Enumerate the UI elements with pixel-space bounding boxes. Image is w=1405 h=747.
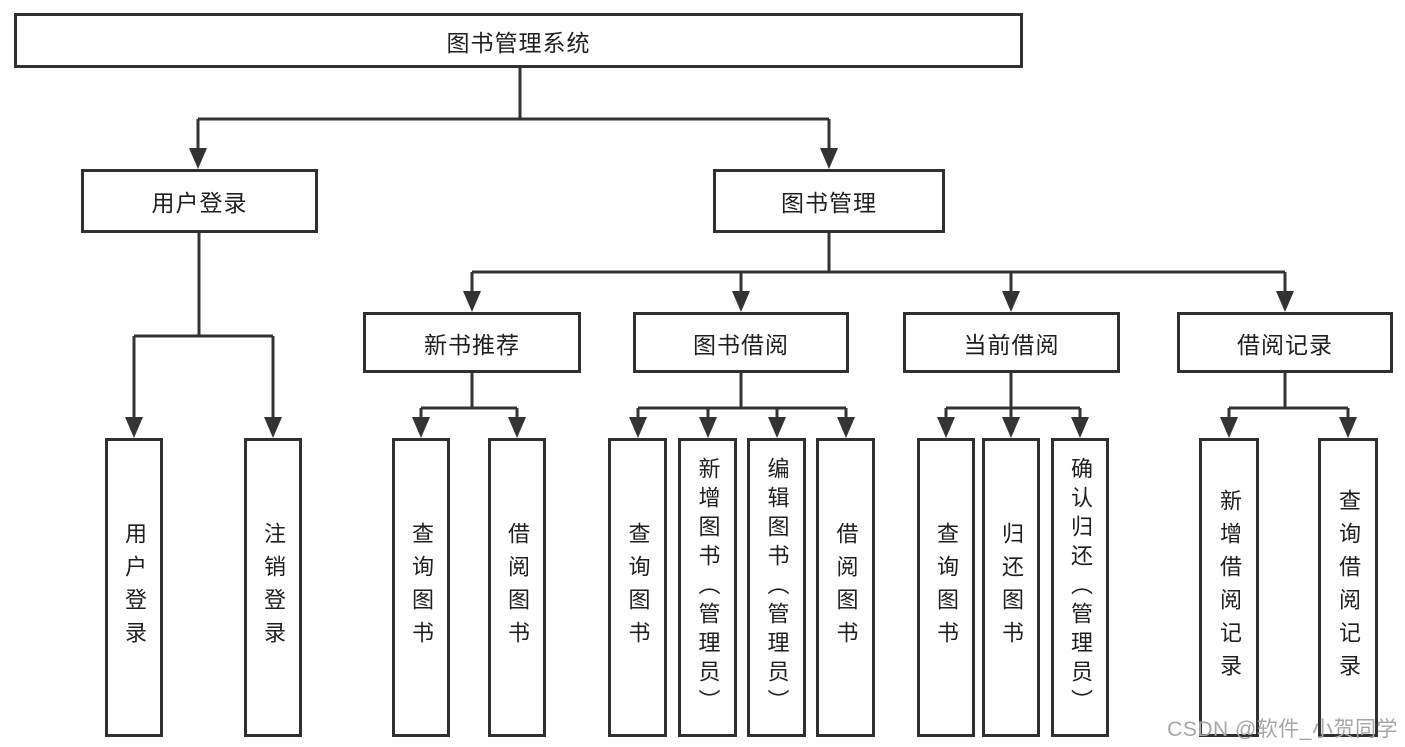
arrow-down-icon	[412, 417, 430, 438]
diagram-node-label: 确认归还（管理员）	[1068, 457, 1093, 718]
arrow-down-icon	[1220, 417, 1238, 438]
diagram-node-book_borrow: 图书借阅	[633, 312, 849, 373]
diagram-node-label: 查询图书	[625, 521, 651, 654]
diagram-node-cb_confirm: 确认归还（管理员）	[1051, 438, 1109, 737]
diagram-node-label: 查询图书	[934, 521, 959, 654]
diagram-node-ul_logout: 注销登录	[244, 438, 302, 737]
diagram-node-root: 图书管理系统	[14, 13, 1023, 68]
diagram-node-new_book_rec: 新书推荐	[363, 312, 581, 373]
diagram-node-user_login: 用户登录	[81, 169, 318, 233]
diagram-node-nbr_query: 查询图书	[392, 438, 450, 737]
diagram-node-label: 注销登录	[261, 521, 286, 654]
arrow-down-icon	[264, 417, 282, 438]
diagram-node-label: 查询图书	[409, 521, 434, 654]
diagram-node-bb_edit: 编辑图书（管理员）	[747, 438, 806, 737]
diagram-node-bb_add: 新增图书（管理员）	[678, 438, 737, 737]
diagram-node-label: 查询借阅记录	[1336, 488, 1361, 687]
arrow-down-icon	[1276, 291, 1294, 312]
diagram-node-book_mgmt: 图书管理	[713, 169, 945, 233]
diagram-node-ul_login: 用户登录	[105, 438, 163, 737]
arrow-down-icon	[837, 417, 855, 438]
diagram-node-current_borrow: 当前借阅	[903, 312, 1120, 373]
arrow-down-icon	[1002, 417, 1020, 438]
diagram-node-label: 借阅图书	[833, 521, 859, 654]
diagram-node-cb_query: 查询图书	[917, 438, 975, 737]
diagram-node-label: 编辑图书（管理员）	[764, 457, 790, 718]
diagram-node-bb_query: 查询图书	[608, 438, 667, 737]
diagram-node-label: 新增借阅记录	[1217, 488, 1242, 687]
diagram-node-label: 当前借阅	[963, 331, 1060, 358]
diagram-node-label: 新增图书（管理员）	[695, 457, 721, 718]
arrow-down-icon	[1002, 291, 1020, 312]
diagram-node-label: 借阅图书	[505, 521, 530, 654]
arrow-down-icon	[1339, 417, 1357, 438]
arrow-down-icon	[768, 417, 786, 438]
arrow-down-icon	[699, 417, 717, 438]
diagram-node-label: 借阅记录	[1237, 331, 1333, 358]
watermark: CSDN @软件_小贺同学	[1167, 718, 1398, 741]
diagram-node-label: 新书推荐	[424, 331, 520, 358]
diagram-node-bb_borrow: 借阅图书	[816, 438, 875, 737]
diagram-node-label: 用户登录	[151, 190, 248, 216]
arrow-down-icon	[508, 417, 526, 438]
arrow-down-icon	[629, 417, 647, 438]
arrow-down-icon	[125, 417, 143, 438]
diagram-node-cb_return: 归还图书	[982, 438, 1040, 737]
diagram-node-label: 图书管理	[781, 190, 877, 216]
diagram-node-label: 用户登录	[122, 521, 147, 654]
diagram-node-label: 图书借阅	[693, 331, 789, 358]
arrow-down-icon	[189, 148, 207, 169]
arrow-down-icon	[732, 291, 750, 312]
diagram-node-label: 图书管理系统	[446, 29, 591, 56]
arrow-down-icon	[937, 417, 955, 438]
diagram-node-label: 归还图书	[999, 521, 1024, 654]
diagram-node-br_add: 新增借阅记录	[1199, 438, 1259, 737]
arrow-down-icon	[1071, 417, 1089, 438]
diagram-node-nbr_borrow: 借阅图书	[488, 438, 546, 737]
diagram-node-br_query: 查询借阅记录	[1318, 438, 1378, 737]
arrow-down-icon	[463, 291, 481, 312]
diagram-node-borrow_record: 借阅记录	[1177, 312, 1393, 373]
arrow-down-icon	[820, 148, 838, 169]
